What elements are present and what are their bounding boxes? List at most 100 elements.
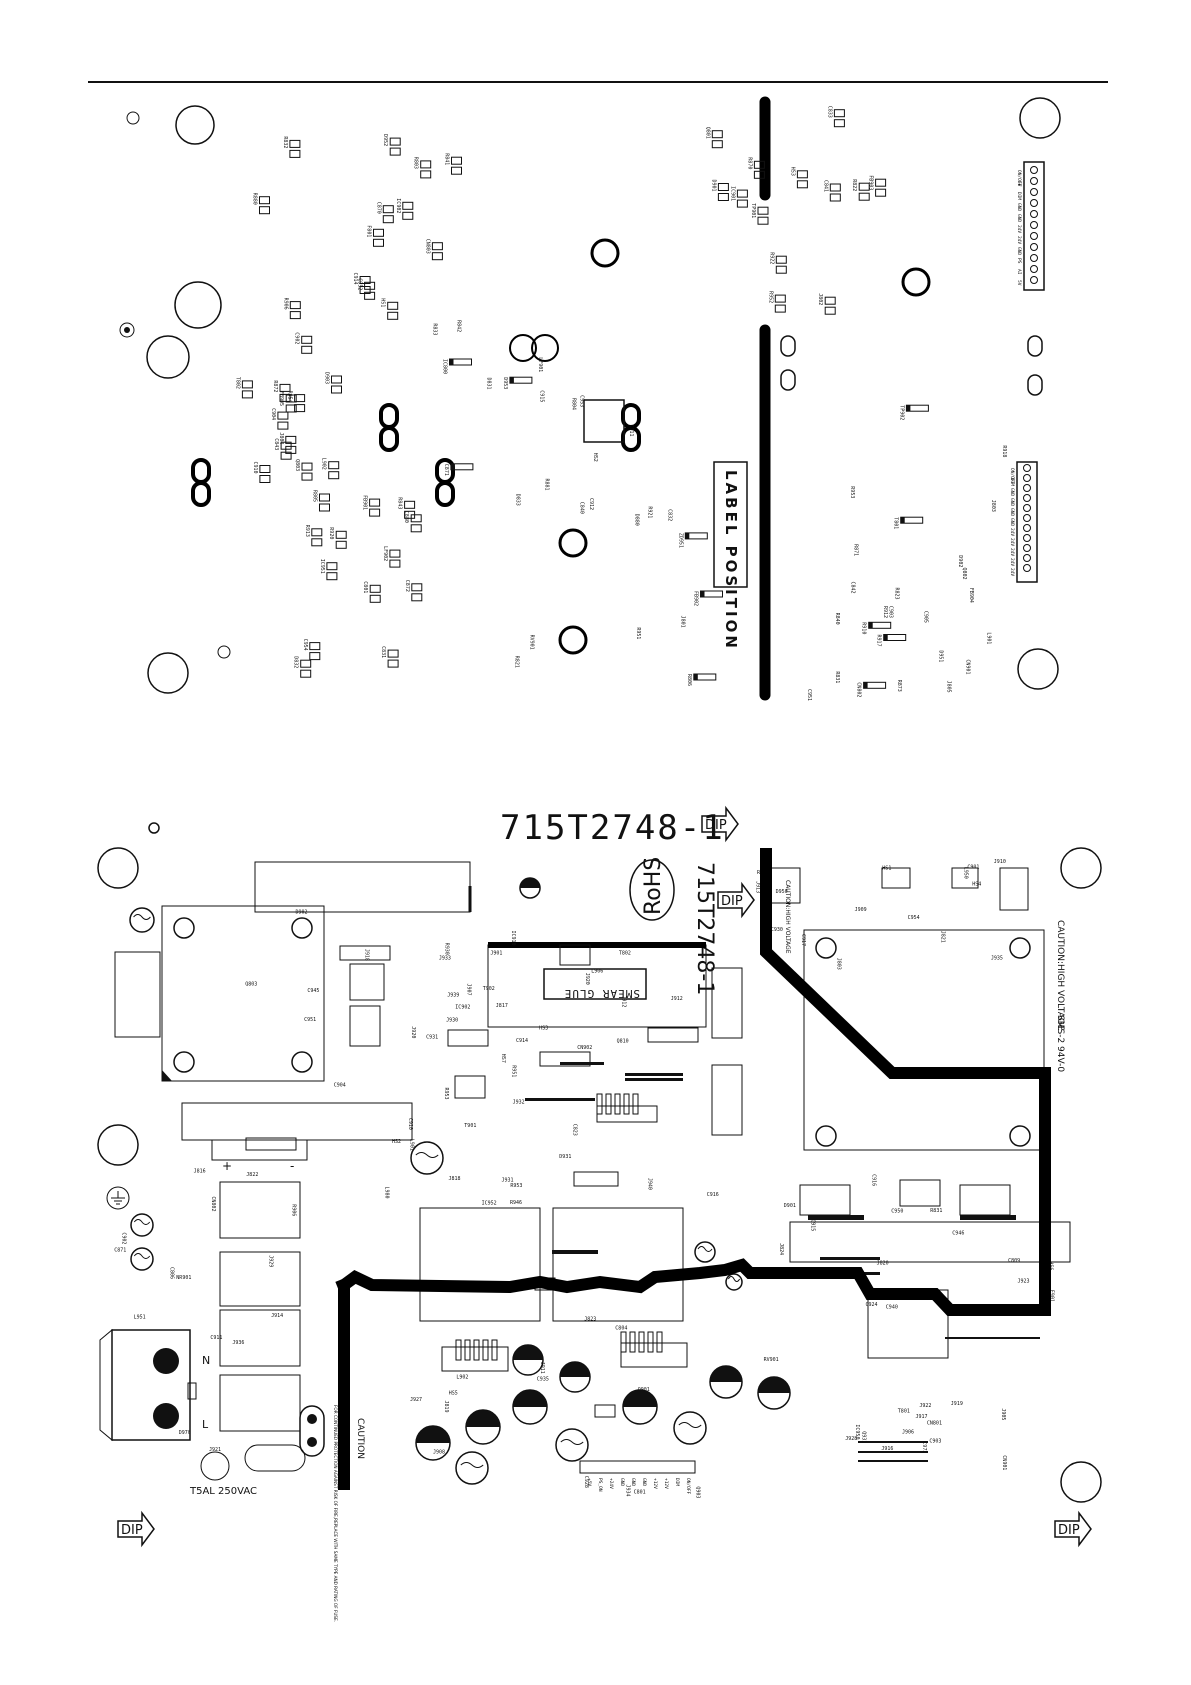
oval-pad (1027, 374, 1043, 396)
top-component-labels: F801IC800C801R821R822R823C902C903R803R80… (234, 106, 1007, 701)
component-label: C903 (929, 1439, 941, 1445)
component-label: R953 (849, 486, 855, 498)
component-label: R953 (510, 1183, 522, 1189)
bridge-minus: - (290, 1159, 294, 1173)
electrolytic-cap (555, 1428, 589, 1462)
component-label: J805 (946, 681, 952, 693)
smd-pad (411, 593, 423, 602)
diode-band (449, 359, 454, 365)
smd-pad (402, 201, 414, 210)
component-label: C915 (539, 390, 545, 402)
mounting-hole (147, 652, 189, 694)
component-label: D901 (784, 1203, 796, 1209)
smd-pad (373, 238, 384, 247)
component-label: J803 (836, 958, 842, 970)
component-label: IC902 (455, 1005, 470, 1011)
pin-label: GND (641, 1478, 647, 1486)
component-label: Q931 (860, 1431, 866, 1443)
component-label: J907 (465, 984, 471, 996)
component-label: D950 (776, 889, 788, 895)
smd-pad (387, 311, 399, 320)
mounting-hole (1060, 1461, 1102, 1503)
trace-bar (552, 1250, 598, 1254)
component-label: F901 (1049, 1290, 1055, 1302)
electrolytic-cap (519, 877, 541, 899)
pin-label: 5V (1016, 280, 1022, 286)
component-outline (454, 1075, 486, 1099)
component-label: Q810 (617, 1038, 629, 1044)
pin-pad (1030, 188, 1038, 196)
electrolytic-cap (130, 1247, 154, 1271)
component-label: D902 (957, 555, 963, 567)
smd-pad (389, 147, 401, 156)
mains-n-label: N (202, 1354, 210, 1367)
electrolytic-cap (590, 238, 620, 268)
smd-pad (311, 538, 323, 547)
component-label: D832 (293, 656, 299, 668)
top-smd-pads (241, 109, 929, 689)
component-outline (620, 1342, 688, 1368)
trace-bar (525, 1098, 595, 1101)
smd-pad (279, 393, 291, 402)
diode-band (863, 682, 868, 689)
component-label: C806 (169, 1267, 175, 1279)
component-label: R840 (834, 613, 840, 625)
mains-l-label: L (202, 1418, 209, 1431)
component-outline (245, 1137, 297, 1151)
component-label: R946 (510, 1200, 522, 1206)
component-label: CN901 (1001, 1455, 1007, 1470)
component-label: J929 (268, 1255, 274, 1267)
component-label: D953 (502, 377, 508, 389)
component-label: Q901 (638, 1387, 650, 1393)
component-label: R921 (647, 506, 653, 518)
component-label: R872 (272, 380, 278, 392)
component-label: T802 (234, 377, 240, 389)
component-label: CN801 (927, 1421, 942, 1427)
component-label: J912 (621, 995, 627, 1007)
smd-pad (824, 306, 836, 315)
component-label: IC901 (729, 186, 735, 201)
component-label: C842 (849, 582, 855, 594)
component-label: J919 (951, 1401, 963, 1407)
pin-pad (1030, 276, 1038, 284)
smd-pad (294, 404, 306, 413)
component-label: C931 (426, 1034, 438, 1040)
component-label: R880 (252, 193, 258, 205)
diode-band (693, 674, 698, 680)
component-label: LF901 (537, 357, 543, 372)
component-label: C946 (952, 1231, 964, 1237)
component-label: L902 (321, 458, 327, 470)
component-label: FB905 (278, 391, 284, 406)
smd-pad (311, 528, 323, 537)
smd-pad (309, 652, 321, 661)
component-label: C871 (114, 1248, 126, 1254)
smd-pad (387, 649, 399, 658)
smd-pad (335, 530, 347, 539)
board-number: 715T2748-1 (500, 808, 725, 848)
top-board: LABEL POSITION F801IC800C801R821R822R823… (119, 96, 1061, 701)
component-label: FB904 (968, 588, 974, 603)
component-label: RV901 (764, 1357, 779, 1363)
ground-symbol (106, 1186, 130, 1210)
component-label: J933 (439, 955, 451, 961)
smd-pad (404, 500, 416, 509)
component-label: R803 (413, 157, 419, 169)
smd-pad (335, 540, 347, 549)
component-label: R870 (746, 157, 752, 169)
mains-inlet-cn901: N L (99, 1328, 210, 1442)
component-label: J803 (990, 500, 996, 512)
pin-pad (1023, 534, 1031, 542)
pin-label: +12V (663, 1478, 669, 1489)
component-label: J802 (817, 293, 823, 305)
component-label: F801 (366, 225, 372, 237)
dip-arrow-bottom-left: DIP (117, 1510, 155, 1548)
component-label: J822 (246, 1172, 258, 1178)
smd-pad (717, 183, 729, 191)
svg-text:DIP: DIP (705, 818, 727, 833)
component-label: C945 (307, 988, 319, 994)
pin-label: GND (1016, 214, 1022, 222)
component-label: Q802 (961, 568, 967, 580)
dip-arrow-top: DIP (701, 805, 739, 843)
component-label: C840 (579, 502, 585, 514)
component-label: J928 (845, 1436, 857, 1442)
